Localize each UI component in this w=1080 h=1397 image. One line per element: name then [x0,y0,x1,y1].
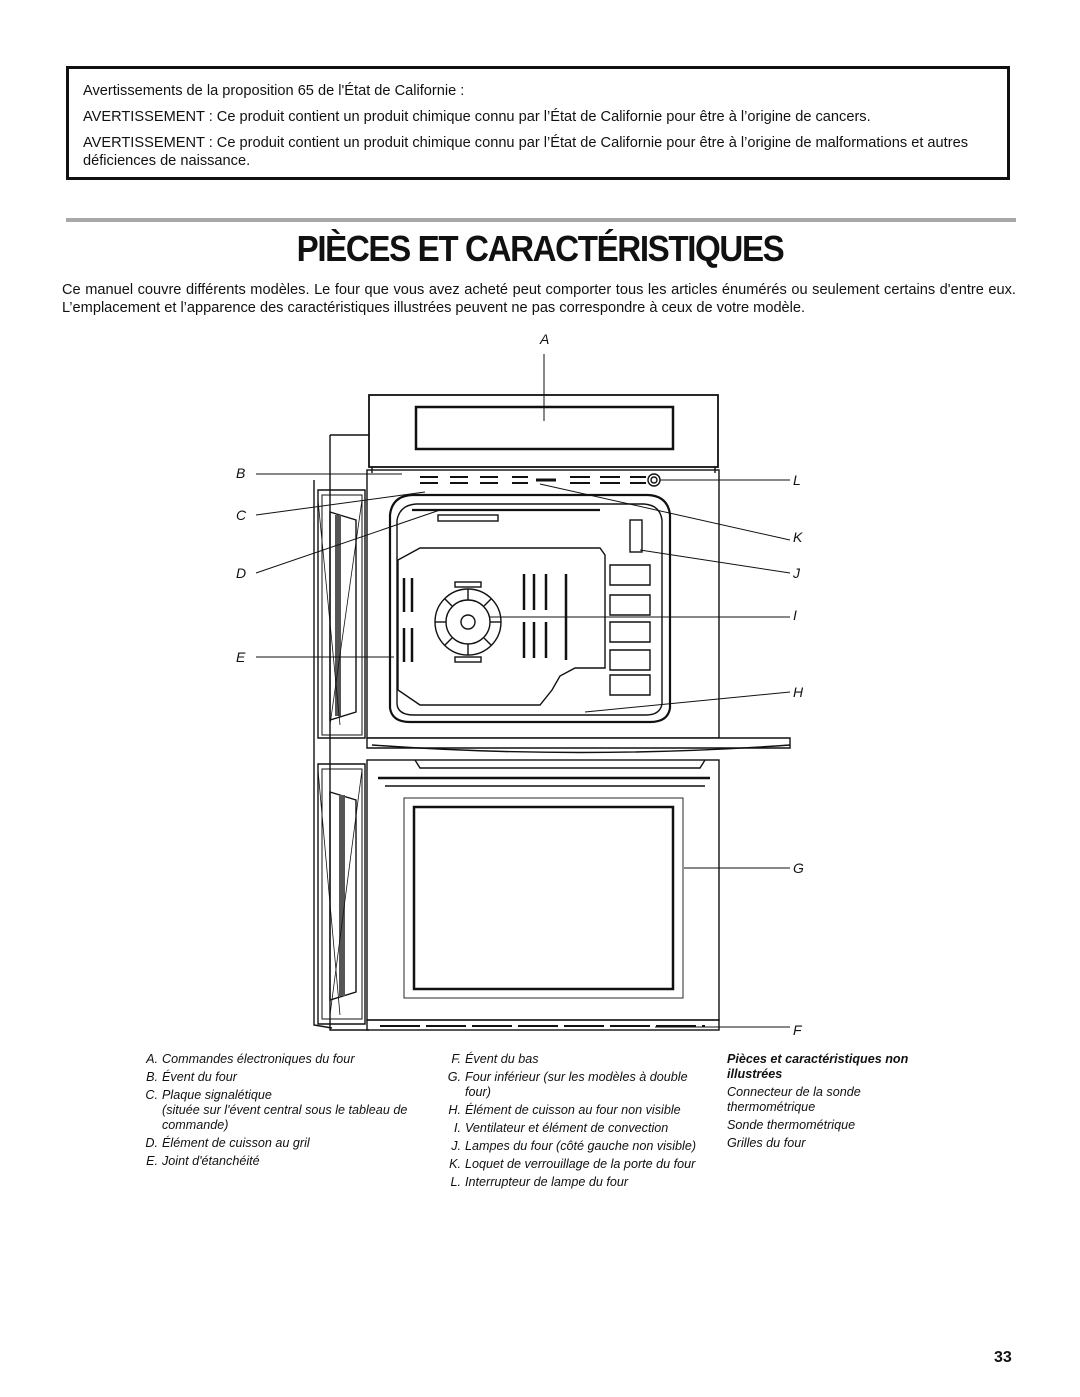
legend-item-i: I.Ventilateur et élément de convection [454,1121,669,1135]
not-shown-item-racks: Grilles du four [727,1136,806,1150]
legend-item-l: L.Interrupteur de lampe du four [450,1175,629,1189]
label-k: K [793,529,803,545]
legend-item-d: D.Élément de cuisson au gril [145,1136,310,1150]
legend-item-f: F.Évent du bas [451,1052,539,1066]
warning-cancer: AVERTISSEMENT : Ce produit contient un p… [83,109,871,125]
door-gasket [317,489,366,739]
label-d: D [236,565,246,581]
upper-oven [317,469,791,769]
intro-text: Ce manuel couvre différents modèles. Le … [62,282,1016,316]
warning-birth-defects: AVERTISSEMENT : Ce produit contient un p… [83,135,968,169]
convection-fan [434,588,502,656]
legend-column-2: F.Évent du bas G.Four inférieur (sur les… [443,1052,713,1193]
not-shown-heading: Pièces et caractéristiques non illustrée… [727,1052,909,1081]
label-e: E [236,649,246,665]
legend-item-c: C.Plaque signalétique(située sur l'évent… [145,1088,408,1132]
label-g: G [793,860,804,876]
not-shown-item-probe-connector: Connecteur de la sonde thermométrique [727,1085,861,1114]
section-divider [66,218,1016,222]
label-f: F [793,1022,803,1038]
label-a: A [539,331,549,347]
legend-item-e: E.Joint d'étanchéité [146,1154,260,1168]
warning-heading: Avertissements de la proposition 65 de l… [83,83,465,99]
lamp-switch-icon [647,473,661,487]
page-title: PIÈCES ET CARACTÉRISTIQUES [296,228,785,269]
legend-item-h: H.Élément de cuisson au four non visible [448,1103,681,1117]
legend-item-j: J.Lampes du four (côté gauche non visibl… [451,1139,697,1153]
legend-column-3: Pièces et caractéristiques non illustrée… [727,1052,947,1151]
legend-item-b: B.Évent du four [146,1070,237,1084]
label-h: H [793,684,804,700]
label-j: J [792,565,801,581]
intro-paragraph: Ce manuel couvre différents modèles. Le … [62,281,1016,317]
legend-column-1: A.Commandes électroniques du four B.Éven… [140,1052,425,1172]
leader-lines [255,354,791,1028]
legend-item-g: G.Four inférieur (sur les modèles à doub… [447,1070,688,1099]
legend-item-k: K.Loquet de verrouillage de la porte du … [449,1157,696,1171]
label-c: C [236,507,247,523]
label-i: I [793,607,797,623]
page-number: 33 [994,1349,1012,1366]
california-warning-box: Avertissements de la proposition 65 de l… [66,66,1010,180]
oven-vent [420,476,646,484]
rack-guides [609,519,651,696]
label-b: B [236,465,245,481]
legend-item-a: A.Commandes électroniques du four [146,1052,355,1066]
not-shown-item-probe: Sonde thermométrique [727,1118,856,1132]
label-l: L [793,472,801,488]
lower-oven [317,759,720,1031]
